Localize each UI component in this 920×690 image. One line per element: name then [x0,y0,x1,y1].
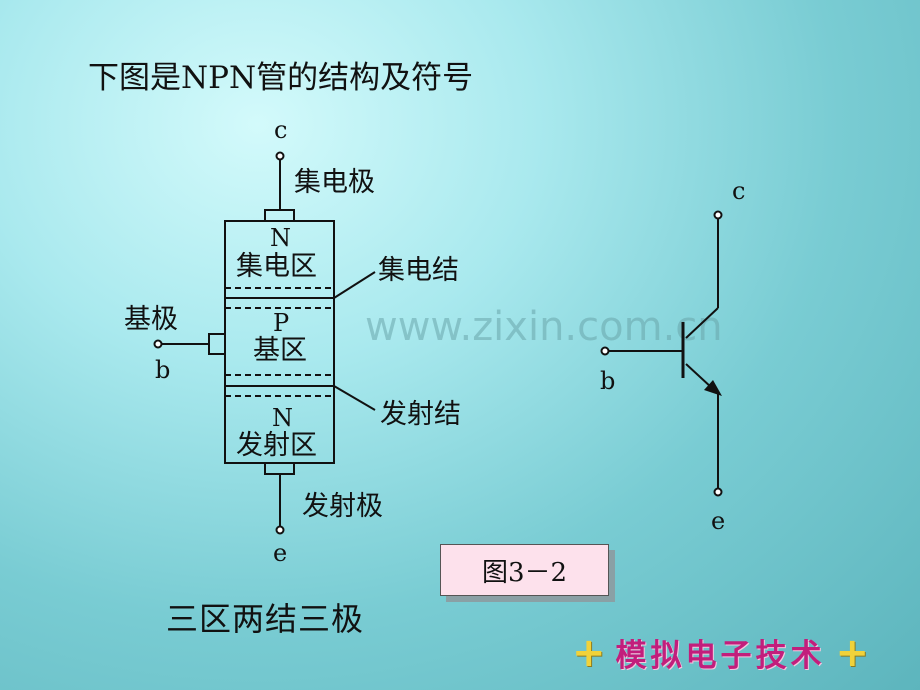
emitter-region-type: N [272,404,293,432]
figure-label-box: 图3－2 [440,544,609,596]
symbol-base-dot [600,346,610,356]
footer-banner: + 模拟电子技术 + [572,630,869,675]
plus-icon-right: + [835,629,870,676]
symbol-base-label: b [600,367,615,395]
slide-title: 下图是NPN管的结构及符号 [88,60,474,96]
emitter-contact [264,462,295,475]
base-region-type: P [273,309,289,337]
emitter-region-label: 发射区 [236,430,317,461]
symbol-emitter-label: e [711,507,725,535]
base-terminal-dot [153,339,163,349]
collector-region-label: 集电区 [236,251,317,282]
figure-label: 图3－2 [481,557,568,588]
watermark: www.zixin.com.cn [365,304,723,350]
collector-junction-label: 集电结 [378,255,459,286]
collector-region-type: N [270,224,291,252]
symbol-emitter-dot [713,487,723,497]
footer-course-title: 模拟电子技术 [615,638,826,674]
symbol-collector-dot [713,210,723,220]
slide-caption: 三区两结三极 [166,600,365,638]
symbol-collector-label: c [732,177,745,205]
collector-terminal-dot [275,151,285,161]
base-region-label: 基区 [253,335,307,366]
base-contact [208,333,226,355]
emitter-electrode-label: 发射极 [302,491,383,522]
collector-electrode-label: 集电极 [294,167,375,198]
symbol-emitter-arrow [704,380,722,396]
npn-structure [153,151,376,535]
base-electrode-label: 基极 [124,304,178,335]
symbol-emitter-diagonal [685,363,713,389]
collector-terminal-label: c [274,116,287,144]
emitter-terminal-dot [275,525,285,535]
symbol-collector-diagonal [685,307,719,339]
collector-contact [264,209,295,222]
npn-symbol [600,210,723,497]
base-terminal-label: b [155,356,170,384]
emitter-terminal-label: e [273,539,287,567]
plus-icon-left: + [572,629,606,676]
emitter-junction-pointer [333,385,376,411]
collector-junction-pointer [333,271,376,299]
emitter-junction-label: 发射结 [380,399,461,430]
